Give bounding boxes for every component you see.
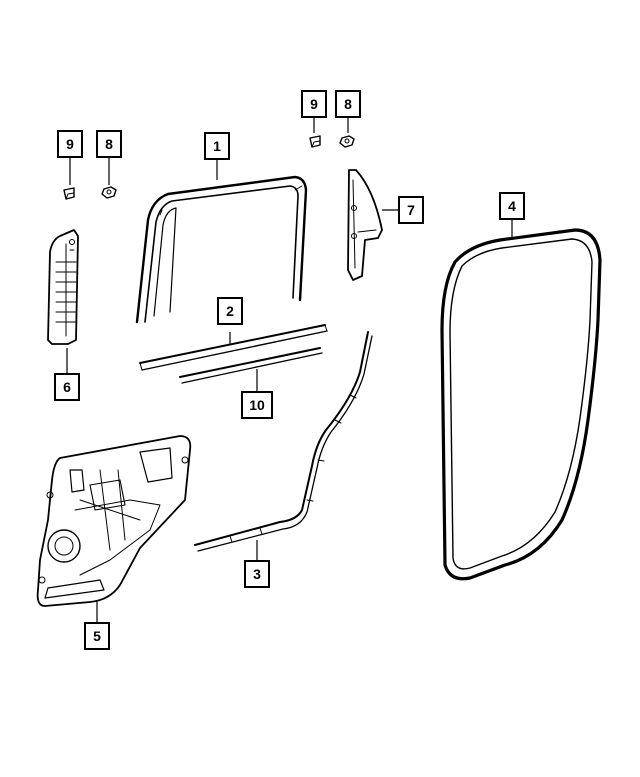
belt-weatherstrip-inner-icon bbox=[179, 347, 323, 384]
svg-text:1: 1 bbox=[213, 138, 221, 154]
applique-c-pillar-icon bbox=[347, 169, 383, 281]
svg-text:6: 6 bbox=[63, 379, 71, 395]
callout-2: 2 bbox=[217, 297, 243, 325]
callout-3: 3 bbox=[244, 560, 270, 588]
svg-text:10: 10 bbox=[249, 397, 265, 413]
door-module-panel-icon bbox=[36, 435, 192, 607]
callout-9-left: 9 bbox=[57, 130, 83, 158]
svg-text:2: 2 bbox=[226, 303, 234, 319]
callout-7: 7 bbox=[398, 196, 424, 224]
clip-icon bbox=[309, 135, 321, 148]
applique-b-pillar-icon bbox=[47, 229, 79, 345]
svg-text:7: 7 bbox=[407, 202, 415, 218]
callout-4: 4 bbox=[499, 192, 525, 220]
svg-text:9: 9 bbox=[310, 96, 318, 112]
callout-10: 10 bbox=[241, 391, 273, 419]
clip-icon bbox=[63, 187, 75, 200]
callout-8-left: 8 bbox=[96, 130, 122, 158]
nut-icon bbox=[339, 135, 355, 148]
callout-1: 1 bbox=[204, 132, 230, 160]
callout-9-right: 9 bbox=[301, 90, 327, 118]
belt-weatherstrip-outer-icon bbox=[139, 324, 328, 371]
nut-icon bbox=[101, 186, 117, 199]
svg-text:4: 4 bbox=[508, 198, 516, 214]
svg-text:3: 3 bbox=[253, 566, 261, 582]
door-opening-weatherstrip-icon bbox=[440, 228, 602, 581]
leader-lines bbox=[66, 117, 513, 623]
door-glass-run-channel-icon bbox=[135, 175, 308, 324]
svg-text:5: 5 bbox=[93, 628, 101, 644]
callout-5: 5 bbox=[84, 622, 110, 650]
svg-text:8: 8 bbox=[105, 136, 113, 152]
callout-8-right: 8 bbox=[335, 90, 361, 118]
lower-door-seal-icon bbox=[194, 331, 373, 552]
svg-text:8: 8 bbox=[344, 96, 352, 112]
callout-6: 6 bbox=[54, 373, 80, 401]
svg-text:9: 9 bbox=[66, 136, 74, 152]
